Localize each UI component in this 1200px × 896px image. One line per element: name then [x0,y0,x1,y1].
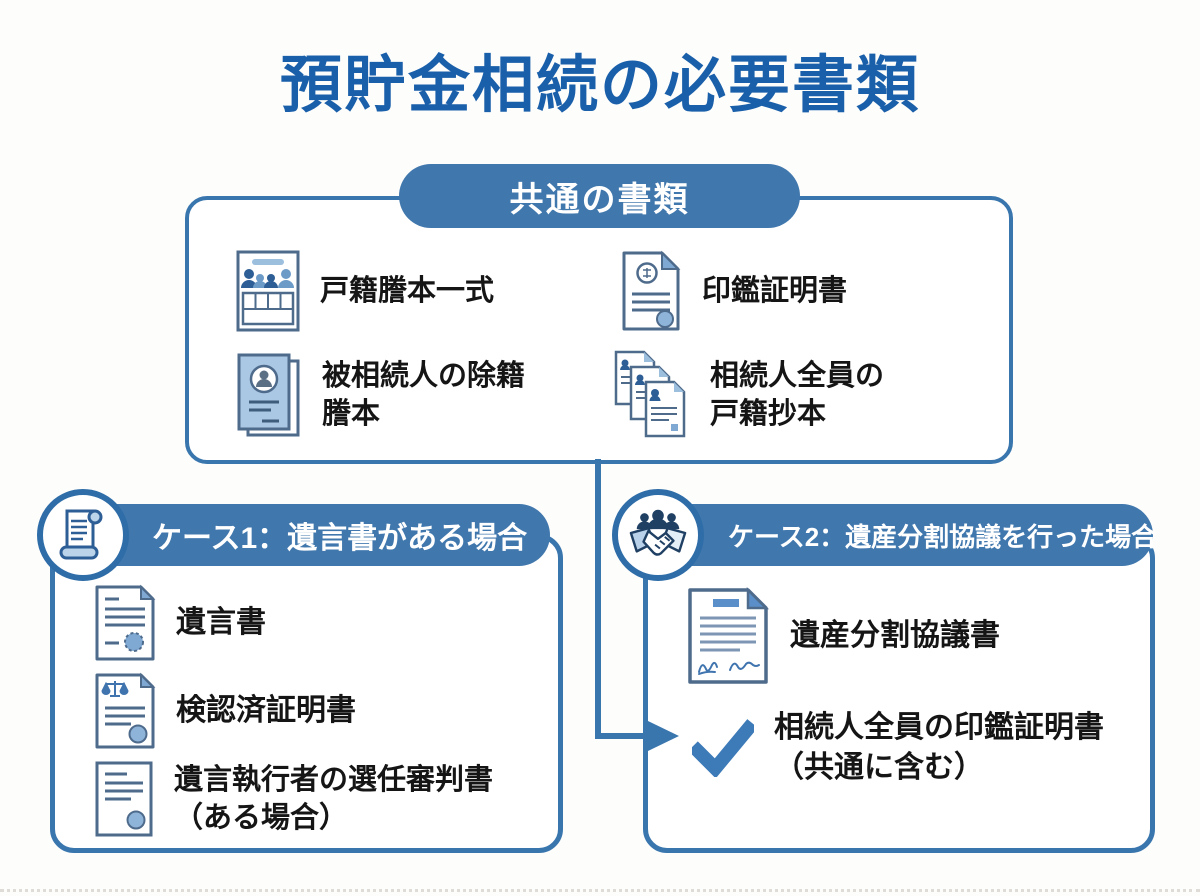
bottom-crop-divider [0,889,1200,892]
list-item: 遺産分割協議書 [686,586,1000,686]
list-item: 検認済証明書 [94,672,356,750]
item-label: 相続人全員の 戸籍抄本 [710,360,885,430]
check-icon [692,719,754,777]
appointment-document-icon [94,760,154,838]
case2-header-label: ケース2：遺産分割協議を行った場合 [728,521,1158,552]
item-label: 被相続人の除籍 謄本 [322,360,526,430]
case1-header: ケース1：遺言書がある場合 [64,504,550,566]
register-copies-icon [614,350,690,440]
list-item: 遺言執行者の選任審判書 （ある場合） [94,760,493,838]
common-documents-header: 共通の書類 [399,164,800,228]
item-label: 相続人全員の印鑑証明書 （共通に含む） [774,711,1104,784]
common-header-label: 共通の書類 [509,180,690,219]
page-title: 預貯金相続の必要書類 [279,51,920,120]
list-item: 相続人全員の印鑑証明書 （共通に含む） [692,708,1104,788]
item-label: 遺産分割協議書 [790,619,1000,652]
case2-header: ケース2：遺産分割協議を行った場合 [656,504,1157,566]
list-item: 相続人全員の 戸籍抄本 [614,350,884,440]
item-label: 遺言書 [176,606,266,639]
case2-badge [612,489,704,581]
will-scroll-icon [57,505,109,566]
will-document-icon [94,584,156,662]
item-label: 遺言執行者の選任審判書 （ある場合） [174,764,494,834]
seal-certificate-icon [620,250,682,332]
list-item: 印鑑証明書 [620,250,847,332]
case1-header-label: ケース1：遺言書がある場合 [152,522,528,555]
probate-certificate-icon [94,672,156,750]
list-item: 遺言書 [94,584,266,662]
item-label: 検認済証明書 [176,694,356,727]
list-item: 被相続人の除籍 謄本 [236,352,525,438]
list-item: 戸籍謄本一式 [236,250,494,332]
removed-register-icon [236,352,302,438]
agreement-document-icon [686,586,770,686]
case1-badge [37,489,129,581]
family-register-icon [236,250,300,332]
case2-box [643,534,1155,853]
item-label: 印鑑証明書 [702,275,848,307]
item-label: 戸籍謄本一式 [320,275,495,307]
handshake-icon [629,507,687,564]
